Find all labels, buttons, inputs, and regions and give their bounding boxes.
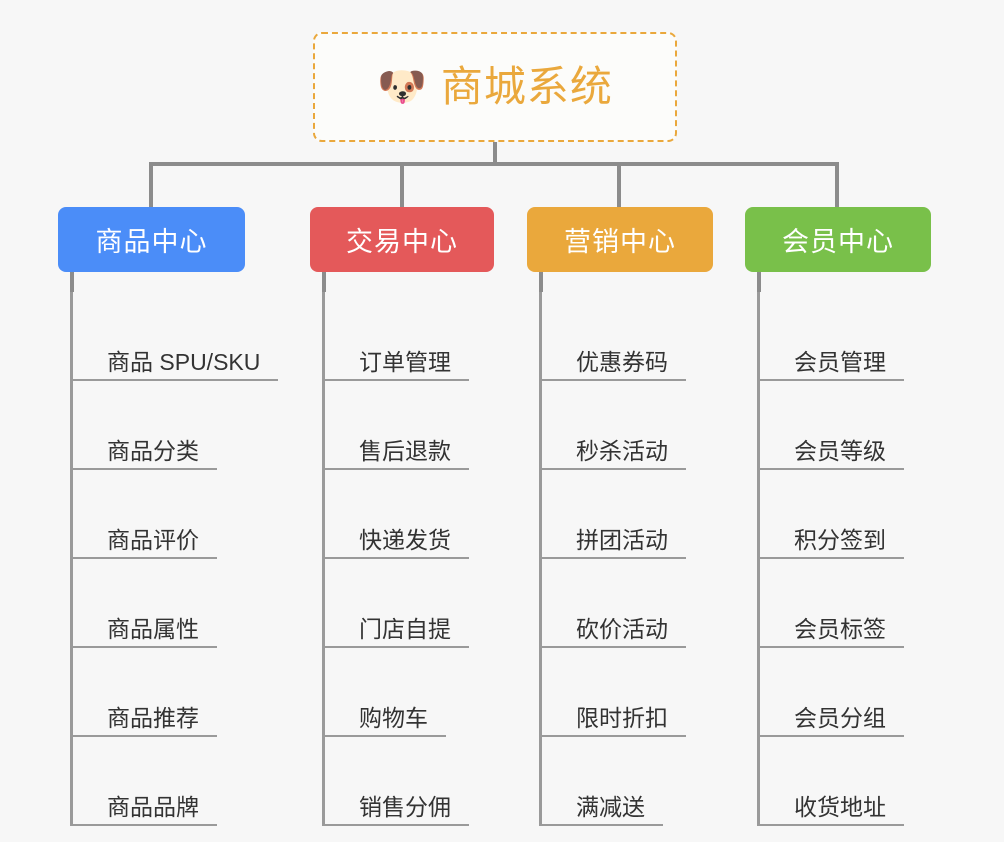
list-item[interactable]: 商品分类 bbox=[73, 381, 217, 470]
category-header-member-center[interactable]: 会员中心 bbox=[745, 207, 931, 272]
list-item[interactable]: 会员等级 bbox=[760, 381, 904, 470]
leaf-list-product-center: 商品 SPU/SKU 商品分类 商品评价 商品属性 商品推荐 商品品牌 bbox=[70, 292, 279, 826]
leaf-label: 积分签到 bbox=[794, 527, 886, 554]
list-item[interactable]: 商品品牌 bbox=[73, 737, 217, 826]
branch-trade-center: 交易中心 订单管理 售后退款 快递发货 门店自提 购物车 销售分佣 bbox=[310, 207, 494, 842]
connector-tail-member-center bbox=[757, 272, 761, 292]
leaf-label: 商品属性 bbox=[107, 616, 199, 643]
list-item[interactable]: 购物车 bbox=[325, 648, 446, 737]
list-item[interactable]: 商品属性 bbox=[73, 559, 217, 648]
leaf-label: 商品评价 bbox=[107, 527, 199, 554]
leaf-label: 商品 SPU/SKU bbox=[107, 349, 261, 376]
connector-tail-product-center bbox=[70, 272, 74, 292]
leaf-list-marketing-center: 优惠券码 秒杀活动 拼团活动 砍价活动 限时折扣 满减送 bbox=[539, 292, 713, 826]
list-item[interactable]: 限时折扣 bbox=[542, 648, 686, 737]
branch-product-center: 商品中心 商品 SPU/SKU 商品分类 商品评价 商品属性 商品推荐 商品品牌 bbox=[58, 207, 279, 842]
list-item[interactable]: 商品评价 bbox=[73, 470, 217, 559]
leaf-label: 商品分类 bbox=[107, 438, 199, 465]
leaf-label: 会员管理 bbox=[794, 349, 886, 376]
category-label: 商品中心 bbox=[95, 227, 208, 257]
list-item[interactable]: 售后退款 bbox=[325, 381, 469, 470]
leaf-label: 满减送 bbox=[576, 794, 645, 821]
leaf-list-member-center: 会员管理 会员等级 积分签到 会员标签 会员分组 收货地址 bbox=[757, 292, 931, 826]
category-label: 会员中心 bbox=[782, 227, 894, 257]
list-item[interactable]: 收货地址 bbox=[760, 737, 904, 826]
leaf-label: 会员分组 bbox=[794, 705, 886, 732]
list-item[interactable]: 商品 SPU/SKU bbox=[73, 292, 279, 381]
connector-tail-marketing-center bbox=[539, 272, 543, 292]
leaf-label: 会员等级 bbox=[794, 438, 886, 465]
root-node[interactable]: 🐶 商城系统 bbox=[313, 32, 677, 142]
list-item[interactable]: 商品推荐 bbox=[73, 648, 217, 737]
connector-root-stem bbox=[493, 142, 497, 164]
list-item[interactable]: 秒杀活动 bbox=[542, 381, 686, 470]
leaf-label: 会员标签 bbox=[794, 616, 886, 643]
list-item[interactable]: 会员标签 bbox=[760, 559, 904, 648]
root-node-title: 商城系统 bbox=[440, 63, 613, 110]
list-item[interactable]: 砍价活动 bbox=[542, 559, 686, 648]
connector-drop-trade-center bbox=[400, 162, 404, 208]
list-item[interactable]: 拼团活动 bbox=[542, 470, 686, 559]
connector-drop-marketing-center bbox=[617, 162, 621, 208]
connector-drop-member-center bbox=[835, 162, 839, 208]
category-label: 交易中心 bbox=[346, 227, 458, 257]
connector-horizontal-bar bbox=[149, 162, 839, 166]
list-item[interactable]: 销售分佣 bbox=[325, 737, 469, 826]
list-item[interactable]: 积分签到 bbox=[760, 470, 904, 559]
category-label: 营销中心 bbox=[564, 227, 676, 257]
connector-tail-trade-center bbox=[322, 272, 326, 292]
shiba-dog-face-icon: 🐶 bbox=[377, 65, 427, 109]
list-item[interactable]: 门店自提 bbox=[325, 559, 469, 648]
list-item[interactable]: 满减送 bbox=[542, 737, 663, 826]
connector-drop-product-center bbox=[149, 162, 153, 208]
list-item[interactable]: 快递发货 bbox=[325, 470, 469, 559]
leaf-label: 商品推荐 bbox=[107, 705, 199, 732]
leaf-label: 门店自提 bbox=[359, 616, 451, 643]
leaf-label: 订单管理 bbox=[359, 349, 451, 376]
branch-marketing-center: 营销中心 优惠券码 秒杀活动 拼团活动 砍价活动 限时折扣 满减送 bbox=[527, 207, 713, 842]
leaf-label: 优惠券码 bbox=[576, 349, 668, 376]
list-item[interactable]: 会员管理 bbox=[760, 292, 904, 381]
leaf-label: 快递发货 bbox=[359, 527, 451, 554]
branch-member-center: 会员中心 会员管理 会员等级 积分签到 会员标签 会员分组 收货地址 bbox=[745, 207, 931, 842]
list-item[interactable]: 订单管理 bbox=[325, 292, 469, 381]
leaf-label: 秒杀活动 bbox=[576, 438, 668, 465]
leaf-label: 限时折扣 bbox=[576, 705, 668, 732]
category-header-trade-center[interactable]: 交易中心 bbox=[310, 207, 494, 272]
leaf-label: 购物车 bbox=[359, 705, 428, 732]
list-item[interactable]: 优惠券码 bbox=[542, 292, 686, 381]
category-header-marketing-center[interactable]: 营销中心 bbox=[527, 207, 713, 272]
leaf-label: 拼团活动 bbox=[576, 527, 668, 554]
leaf-label: 商品品牌 bbox=[107, 794, 199, 821]
leaf-label: 收货地址 bbox=[794, 794, 886, 821]
leaf-label: 销售分佣 bbox=[359, 794, 451, 821]
leaf-list-trade-center: 订单管理 售后退款 快递发货 门店自提 购物车 销售分佣 bbox=[322, 292, 494, 826]
list-item[interactable]: 会员分组 bbox=[760, 648, 904, 737]
leaf-label: 砍价活动 bbox=[576, 616, 668, 643]
category-header-product-center[interactable]: 商品中心 bbox=[58, 207, 245, 272]
leaf-label: 售后退款 bbox=[359, 438, 451, 465]
